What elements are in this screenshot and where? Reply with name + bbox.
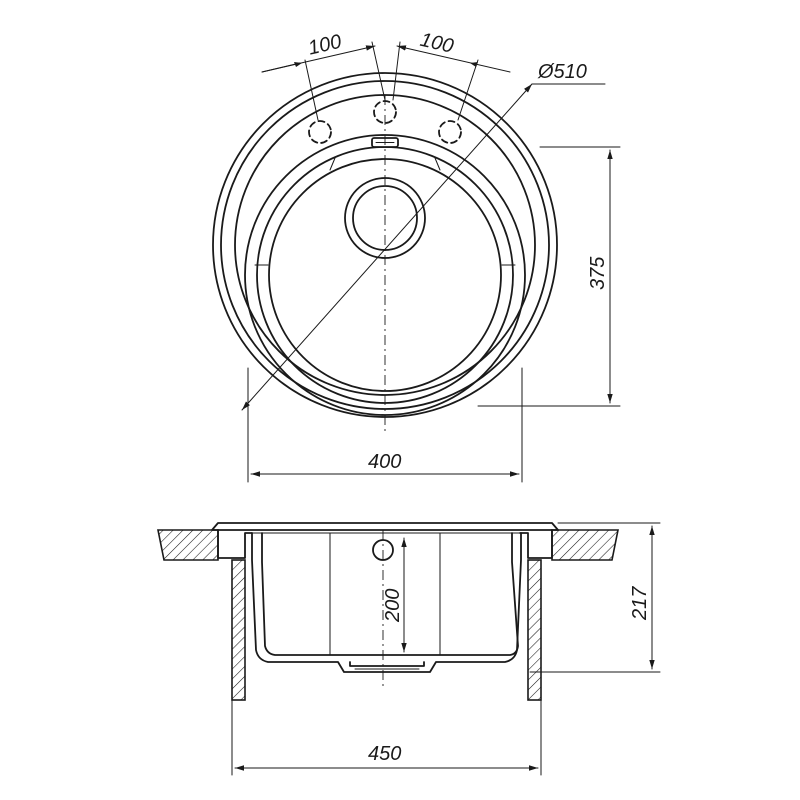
cabinet-wall-left [231,559,246,701]
dim-cutout-width: 450 [368,743,401,765]
tap-centerline-center [371,41,386,101]
dim-outer-diameter: Ø510 [537,61,587,83]
dim-tap-spacing-left: 100 [306,31,343,60]
dim-bowl-depth: 200 [382,589,404,623]
top-view: 100 100 Ø510 375 400 [212,29,621,483]
tap-hole-left [308,120,332,144]
countertop-right [551,529,619,561]
rim-flange-left [217,529,253,559]
tap-centerline-left [304,59,319,121]
drain-outlet [349,661,425,667]
tap-centerline-right [392,41,401,101]
dim-total-depth: 217 [629,586,651,621]
dim-width: 400 [368,451,401,473]
bowl-shell-outer [251,532,522,673]
countertop-left [157,529,219,561]
dim-depth: 375 [587,256,609,290]
bowl-shell-inner [261,532,519,656]
diameter-leader [241,83,533,411]
section-view: 200 217 450 [157,522,661,776]
cabinet-wall-right [527,559,542,701]
rim-flange-right [519,529,553,559]
sink-rim [211,522,559,531]
dim-tap-spacing-right: 100 [418,29,455,58]
tap-hole-right [438,120,462,144]
